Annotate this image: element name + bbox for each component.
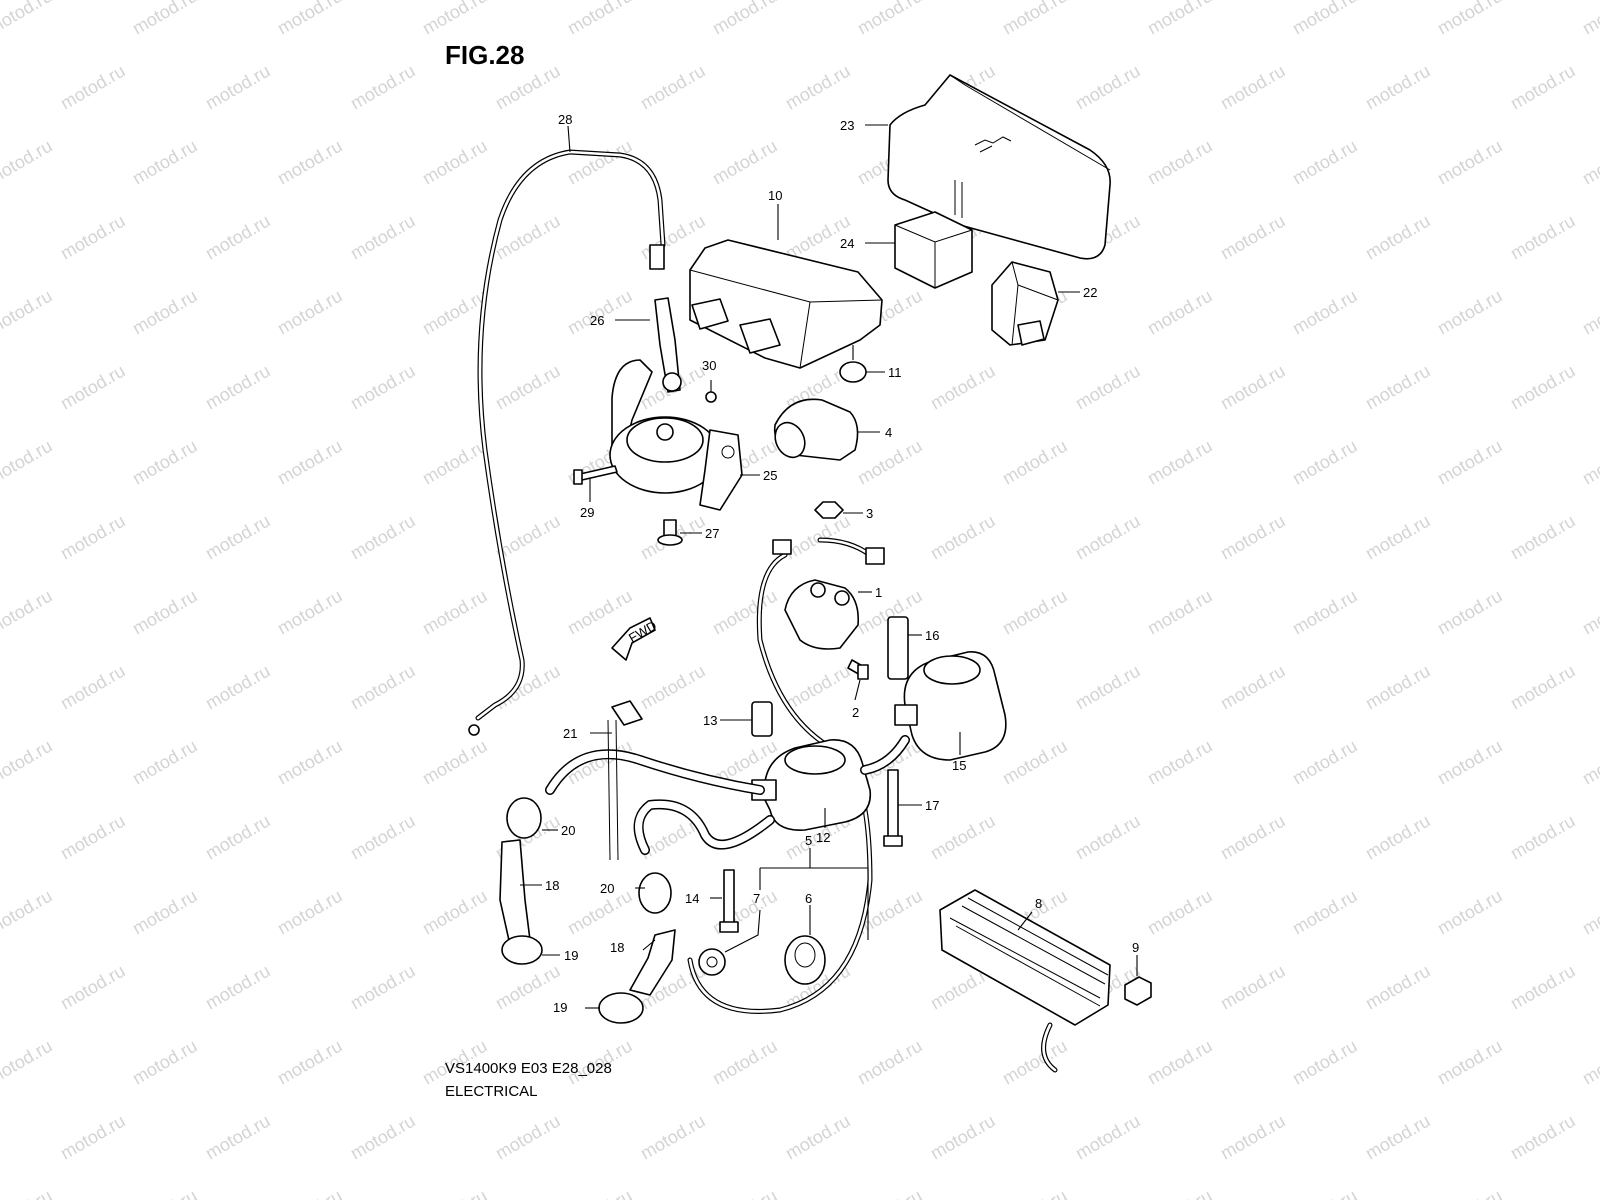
plug-seal-upper xyxy=(501,935,543,965)
callout-18-lower: 18 xyxy=(610,940,624,955)
relay-bolt xyxy=(847,659,869,680)
lead-clamp xyxy=(607,700,643,861)
callout-21: 21 xyxy=(563,726,577,741)
plug-seal-lower xyxy=(598,992,644,1024)
plug-cap-upper xyxy=(506,797,542,839)
ground-cable xyxy=(468,149,666,736)
terminal-cap xyxy=(773,398,859,461)
callout-14: 14 xyxy=(685,891,699,906)
coil-bolt-left xyxy=(719,869,739,933)
sensor-7 xyxy=(698,948,726,976)
fuel-pump-relay xyxy=(991,261,1059,346)
figure-code: VS1400K9 E03 E28_028 xyxy=(445,1060,612,1077)
callout-19-lower: 19 xyxy=(553,1000,567,1015)
figure-section: ELECTRICAL xyxy=(445,1083,538,1100)
callout-26: 26 xyxy=(590,313,604,328)
relay-nut xyxy=(814,501,844,519)
callout-22: 22 xyxy=(1083,285,1097,300)
ecm-grommet xyxy=(839,361,867,383)
horn-assembly xyxy=(609,297,743,511)
callout-12: 12 xyxy=(816,830,830,845)
coil-bolt-right xyxy=(883,769,903,847)
callout-25: 25 xyxy=(763,468,777,483)
sensor-6 xyxy=(784,935,826,985)
callout-labels: 28 23 10 24 22 26 30 11 4 25 29 27 3 1 1… xyxy=(545,112,1139,1015)
coil-sleeve-right xyxy=(887,616,909,680)
callout-5: 5 xyxy=(805,833,812,848)
callout-28: 28 xyxy=(558,112,572,127)
callout-13: 13 xyxy=(703,713,717,728)
callout-15: 15 xyxy=(952,758,966,773)
ecm-unit xyxy=(689,239,883,369)
callout-23: 23 xyxy=(840,118,854,133)
plug-cap-lower xyxy=(638,872,672,914)
callout-20-lower: 20 xyxy=(600,881,614,896)
horn-nut xyxy=(705,391,717,403)
plug-boot-upper xyxy=(499,839,531,946)
plug-boot-lower xyxy=(629,929,676,996)
fwd-label: FWD xyxy=(626,618,659,646)
callout-30: 30 xyxy=(702,358,716,373)
ignition-coil-right xyxy=(894,651,1007,761)
callout-11: 11 xyxy=(888,365,902,380)
fwd-arrow: FWD xyxy=(611,617,659,661)
callout-16: 16 xyxy=(925,628,939,643)
callout-10: 10 xyxy=(768,188,782,203)
callout-18-upper: 18 xyxy=(545,878,559,893)
leader-lines xyxy=(520,124,1138,1009)
callout-8: 8 xyxy=(1035,896,1042,911)
callout-29: 29 xyxy=(580,505,594,520)
callout-4: 4 xyxy=(885,425,892,440)
relay xyxy=(894,211,973,289)
regulator-rectifier xyxy=(939,889,1111,1073)
figure-title: FIG.28 xyxy=(445,40,525,70)
starter-relay xyxy=(687,537,885,1014)
callout-17: 17 xyxy=(925,798,939,813)
callout-1: 1 xyxy=(875,585,882,600)
horn-mount-bolt xyxy=(657,519,683,546)
callout-6: 6 xyxy=(805,891,812,906)
callout-7: 7 xyxy=(753,891,760,906)
regulator-bolt xyxy=(1124,976,1152,1006)
callout-27: 27 xyxy=(705,526,719,541)
spark-plug-leads xyxy=(545,735,910,855)
callout-24: 24 xyxy=(840,236,854,251)
fuse-box-cover xyxy=(887,74,1111,260)
callout-2: 2 xyxy=(852,705,859,720)
callout-19-upper: 19 xyxy=(564,948,578,963)
callout-3: 3 xyxy=(866,506,873,521)
callout-20-upper: 20 xyxy=(561,823,575,838)
coil-sleeve-left xyxy=(751,701,773,737)
callout-9: 9 xyxy=(1132,940,1139,955)
horn-bolt xyxy=(573,465,618,485)
